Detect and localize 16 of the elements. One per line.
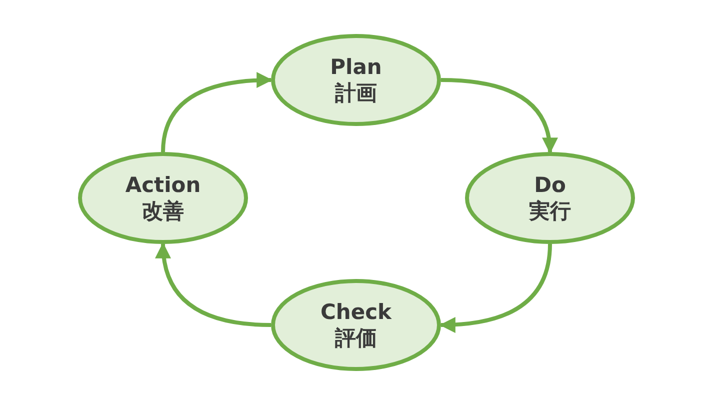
ellipse-node (271, 34, 441, 126)
arrow (156, 242, 272, 327)
arrow (439, 244, 552, 333)
stage-label: Plan (330, 54, 382, 80)
arrow (440, 78, 558, 154)
japanese-label: 計画 (335, 80, 377, 106)
stage-label: Check (320, 299, 392, 325)
ellipse-node (465, 152, 635, 244)
japanese-label: 評価 (335, 325, 377, 351)
japanese-label: 改善 (142, 198, 184, 224)
japanese-label: 実行 (529, 198, 571, 224)
ellipse-node (78, 152, 248, 244)
ellipse-node (271, 279, 441, 371)
stage-label: Action (125, 172, 201, 198)
stage-label: Do (534, 172, 566, 198)
arrow (161, 72, 273, 152)
